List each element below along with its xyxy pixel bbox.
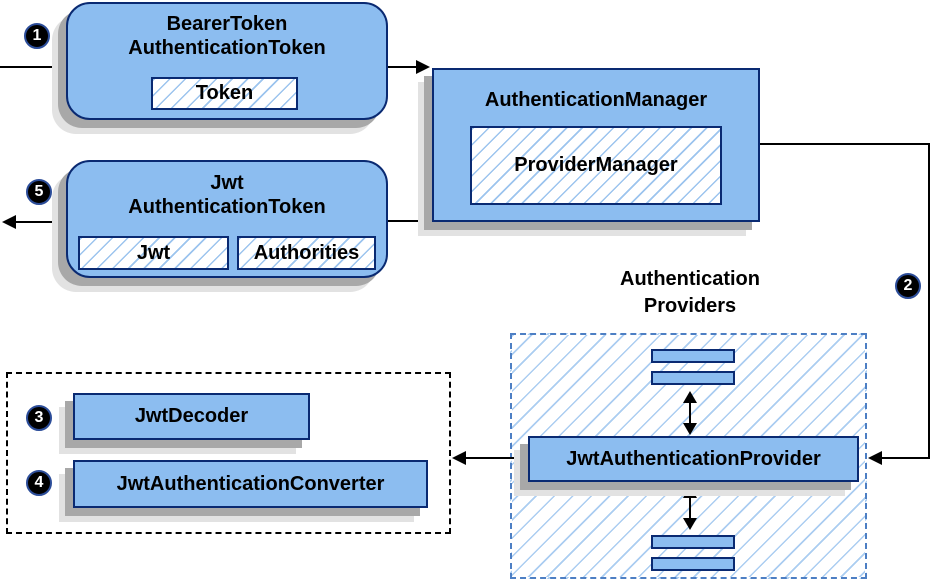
authentication-providers-label: Authentication Providers <box>565 266 815 320</box>
manager-to-provider-line-bottom <box>880 457 930 459</box>
step-4-number: 4 <box>34 474 44 491</box>
provider-link-top-arrowhead-down <box>683 423 697 435</box>
manager-to-jwt-line <box>386 220 432 222</box>
flow-out-arrowhead <box>2 215 16 229</box>
manager-to-provider-line-top <box>758 143 930 145</box>
provider-link-top-arrowhead-up <box>683 391 697 403</box>
provider-slot-bar-top-1 <box>651 349 735 363</box>
step-1-badge: 1 <box>24 23 50 49</box>
flow-out-line <box>14 221 66 223</box>
jwt-token-title-line2: AuthenticationToken <box>128 196 326 218</box>
provider-slot-bar-top-2 <box>651 371 735 385</box>
bearer-to-manager-arrowhead <box>416 60 430 74</box>
jwt-authentication-provider-node: JwtAuthenticationProvider <box>528 436 859 482</box>
provider-to-converters-line <box>466 457 528 459</box>
step-2-number: 2 <box>903 277 913 294</box>
jwt-authentication-token-node: Jwt AuthenticationToken Jwt Authorities <box>66 160 388 278</box>
jwt-token-title-line1: Jwt <box>210 172 244 194</box>
bearer-token-title-line1: BearerToken <box>166 13 288 35</box>
providers-label-line2: Providers <box>643 295 737 317</box>
provider-link-bottom-line <box>689 496 691 520</box>
step-1-number: 1 <box>32 27 42 44</box>
manager-to-provider-line-right <box>928 143 930 458</box>
authentication-manager-title: AuthenticationManager <box>484 89 708 111</box>
authentication-manager-node: AuthenticationManager ProviderManager <box>432 68 760 222</box>
flow-in-line <box>0 66 68 68</box>
manager-to-provider-arrowhead <box>868 451 882 465</box>
provider-to-converters-arrowhead <box>452 451 466 465</box>
step-5-badge: 5 <box>26 179 52 205</box>
step-5-number: 5 <box>34 183 44 200</box>
bearer-token-node: BearerToken AuthenticationToken Token <box>66 2 388 120</box>
provider-manager-chip: ProviderManager <box>470 126 722 205</box>
jwt-chip: Jwt <box>78 236 229 270</box>
step-2-badge: 2 <box>895 273 921 299</box>
provider-link-top-line <box>689 401 691 425</box>
provider-link-bottom-arrowhead-up <box>683 486 697 498</box>
provider-slot-bar-bottom-2 <box>651 557 735 571</box>
bearer-to-manager-line <box>388 66 418 68</box>
jwt-decoder-node: JwtDecoder <box>73 393 310 440</box>
step-4-badge: 4 <box>26 470 52 496</box>
provider-link-bottom-arrowhead-down <box>683 518 697 530</box>
step-3-number: 3 <box>34 409 44 426</box>
step-3-badge: 3 <box>26 405 52 431</box>
provider-slot-bar-bottom-1 <box>651 535 735 549</box>
providers-label-line1: Authentication <box>620 268 760 290</box>
bearer-token-title-line2: AuthenticationToken <box>128 37 326 59</box>
authorities-chip: Authorities <box>237 236 376 270</box>
jwt-authentication-converter-node: JwtAuthenticationConverter <box>73 460 428 508</box>
token-chip: Token <box>151 77 298 110</box>
